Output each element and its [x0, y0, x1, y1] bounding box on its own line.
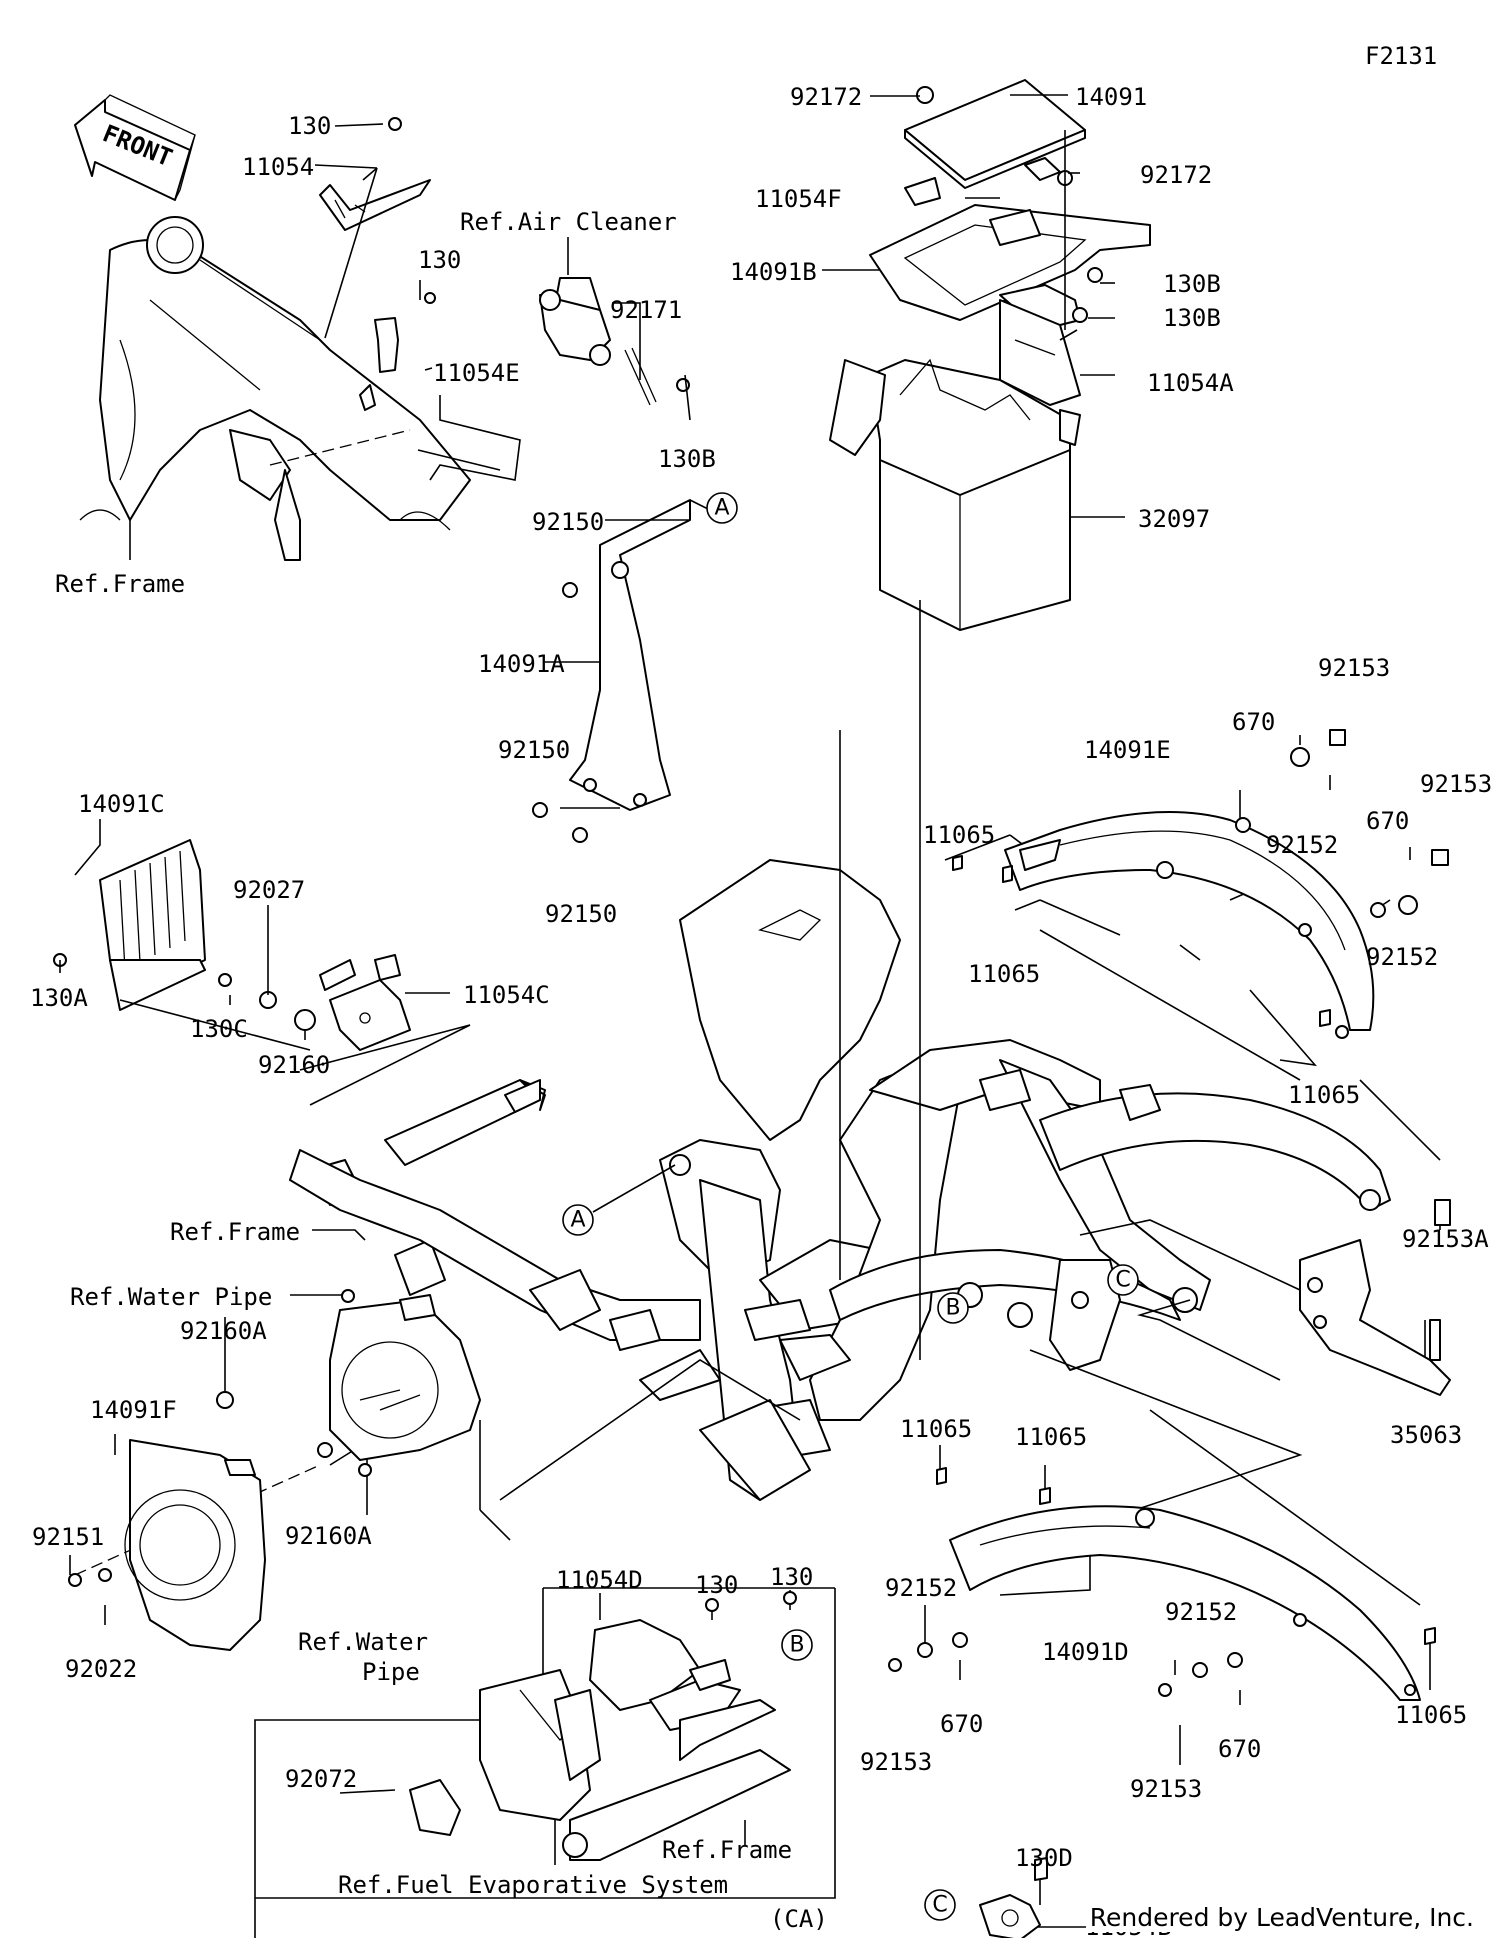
- callout-b-mid: B: [937, 1292, 969, 1324]
- part-label: Ref.Water Pipe: [70, 1283, 272, 1311]
- part-label: 11065: [923, 821, 995, 849]
- bracket-35063: [1299, 1199, 1451, 1396]
- part-label: 130: [418, 246, 461, 274]
- part-label: 14091D: [1042, 1638, 1129, 1666]
- front-arrow-icon: FRONT: [74, 94, 196, 201]
- callout-b-inset: B: [781, 1629, 813, 1661]
- part-label: 11065: [968, 960, 1040, 988]
- part-label: Ref.Fuel Evaporative System: [338, 1871, 728, 1899]
- part-label: 11054A: [1147, 369, 1234, 397]
- cover-14091F: [68, 1289, 481, 1651]
- part-label: 14091C: [78, 790, 165, 818]
- part-label: 92150: [498, 736, 570, 764]
- front-crossmember: [289, 1079, 811, 1501]
- svg-text:C: C: [932, 1893, 947, 1918]
- part-label: 92022: [65, 1655, 137, 1683]
- part-label: 11054E: [433, 359, 520, 387]
- air-cleaner-valve: [539, 277, 690, 406]
- part-label: 11054C: [463, 981, 550, 1009]
- part-label: 11065: [1288, 1081, 1360, 1109]
- part-label: 92152: [1266, 831, 1338, 859]
- callout-c-bottom: C: [924, 1889, 956, 1921]
- part-label: 92151: [32, 1523, 104, 1551]
- part-label: 670: [1232, 708, 1275, 736]
- part-label: 11065: [1015, 1423, 1087, 1451]
- svg-text:B: B: [945, 1296, 960, 1321]
- callout-c-mid: C: [1107, 1264, 1139, 1296]
- part-label: 92153: [1420, 770, 1492, 798]
- part-label: Pipe: [362, 1658, 420, 1686]
- part-label: 92172: [790, 83, 862, 111]
- svg-text:A: A: [714, 496, 729, 521]
- svg-text:B: B: [789, 1633, 804, 1658]
- part-label: Ref.Water: [298, 1628, 428, 1656]
- part-label: (CA): [770, 1905, 828, 1933]
- svg-text:C: C: [1115, 1268, 1130, 1293]
- part-label: 92160: [258, 1051, 330, 1079]
- svg-text:A: A: [570, 1208, 585, 1233]
- footer-credit: Rendered by LeadVenture, Inc.: [1085, 1903, 1478, 1932]
- part-label: 130: [770, 1563, 813, 1591]
- figure-code: F2131: [1365, 42, 1438, 70]
- part-label: 130B: [1163, 304, 1221, 332]
- bracket-11054B: [979, 1857, 1048, 1938]
- part-label: 130: [695, 1571, 738, 1599]
- part-label: 130: [288, 112, 331, 140]
- evap-canister: [409, 1591, 797, 1861]
- part-label: 670: [1218, 1735, 1261, 1763]
- part-label: 670: [940, 1710, 983, 1738]
- part-label: 92153: [860, 1748, 932, 1776]
- rear-fender-14091E: [952, 729, 1449, 1039]
- frame-front-section: [79, 117, 471, 561]
- part-label: 92150: [545, 900, 617, 928]
- part-label: 130B: [1163, 270, 1221, 298]
- part-label: 14091B: [730, 258, 817, 286]
- part-label: 11054D: [556, 1566, 643, 1594]
- part-label: 130D: [1015, 1844, 1073, 1872]
- battery-case-assembly: [829, 79, 1151, 631]
- part-label: 11065: [900, 1415, 972, 1443]
- leader-lines: [59, 94, 1441, 1938]
- part-label: 11065: [1395, 1701, 1467, 1729]
- side-cover-bracket-14091A: [532, 499, 691, 843]
- part-label: 92153: [1318, 654, 1390, 682]
- rear-fender-14091D: [888, 1467, 1436, 1701]
- part-label: 130C: [190, 1015, 248, 1043]
- part-label: 92153A: [1402, 1225, 1489, 1253]
- part-label: 32097: [1138, 505, 1210, 533]
- part-label: 92072: [285, 1765, 357, 1793]
- part-label: Ref.Frame: [662, 1836, 792, 1864]
- part-label: Ref.Frame: [170, 1218, 300, 1246]
- part-label: Ref.Air Cleaner: [460, 208, 677, 236]
- part-label: 14091F: [90, 1396, 177, 1424]
- part-label: Ref.Frame: [55, 570, 185, 598]
- part-label: 130A: [30, 984, 88, 1012]
- callout-a-mid: A: [562, 1164, 676, 1236]
- part-label: 92172: [1140, 161, 1212, 189]
- part-label: 130B: [658, 445, 716, 473]
- part-label: 92152: [1165, 1598, 1237, 1626]
- part-label: 92171: [610, 296, 682, 324]
- callout-a-top: A: [706, 492, 738, 524]
- part-label: 14091E: [1084, 736, 1171, 764]
- part-label: 92160A: [285, 1522, 372, 1550]
- part-label: 92152: [1366, 943, 1438, 971]
- part-label: 92027: [233, 876, 305, 904]
- part-label: 35063: [1390, 1421, 1462, 1449]
- part-label: 11054F: [755, 185, 842, 213]
- part-label: 92153: [1130, 1775, 1202, 1803]
- part-label: 14091A: [478, 650, 565, 678]
- part-label: 92152: [885, 1574, 957, 1602]
- part-label: 11054: [242, 153, 314, 181]
- cover-14091C: [53, 839, 411, 1051]
- part-label: 14091: [1075, 83, 1147, 111]
- part-label: 670: [1366, 807, 1409, 835]
- part-label: 92160A: [180, 1317, 267, 1345]
- part-label: 92150: [532, 508, 604, 536]
